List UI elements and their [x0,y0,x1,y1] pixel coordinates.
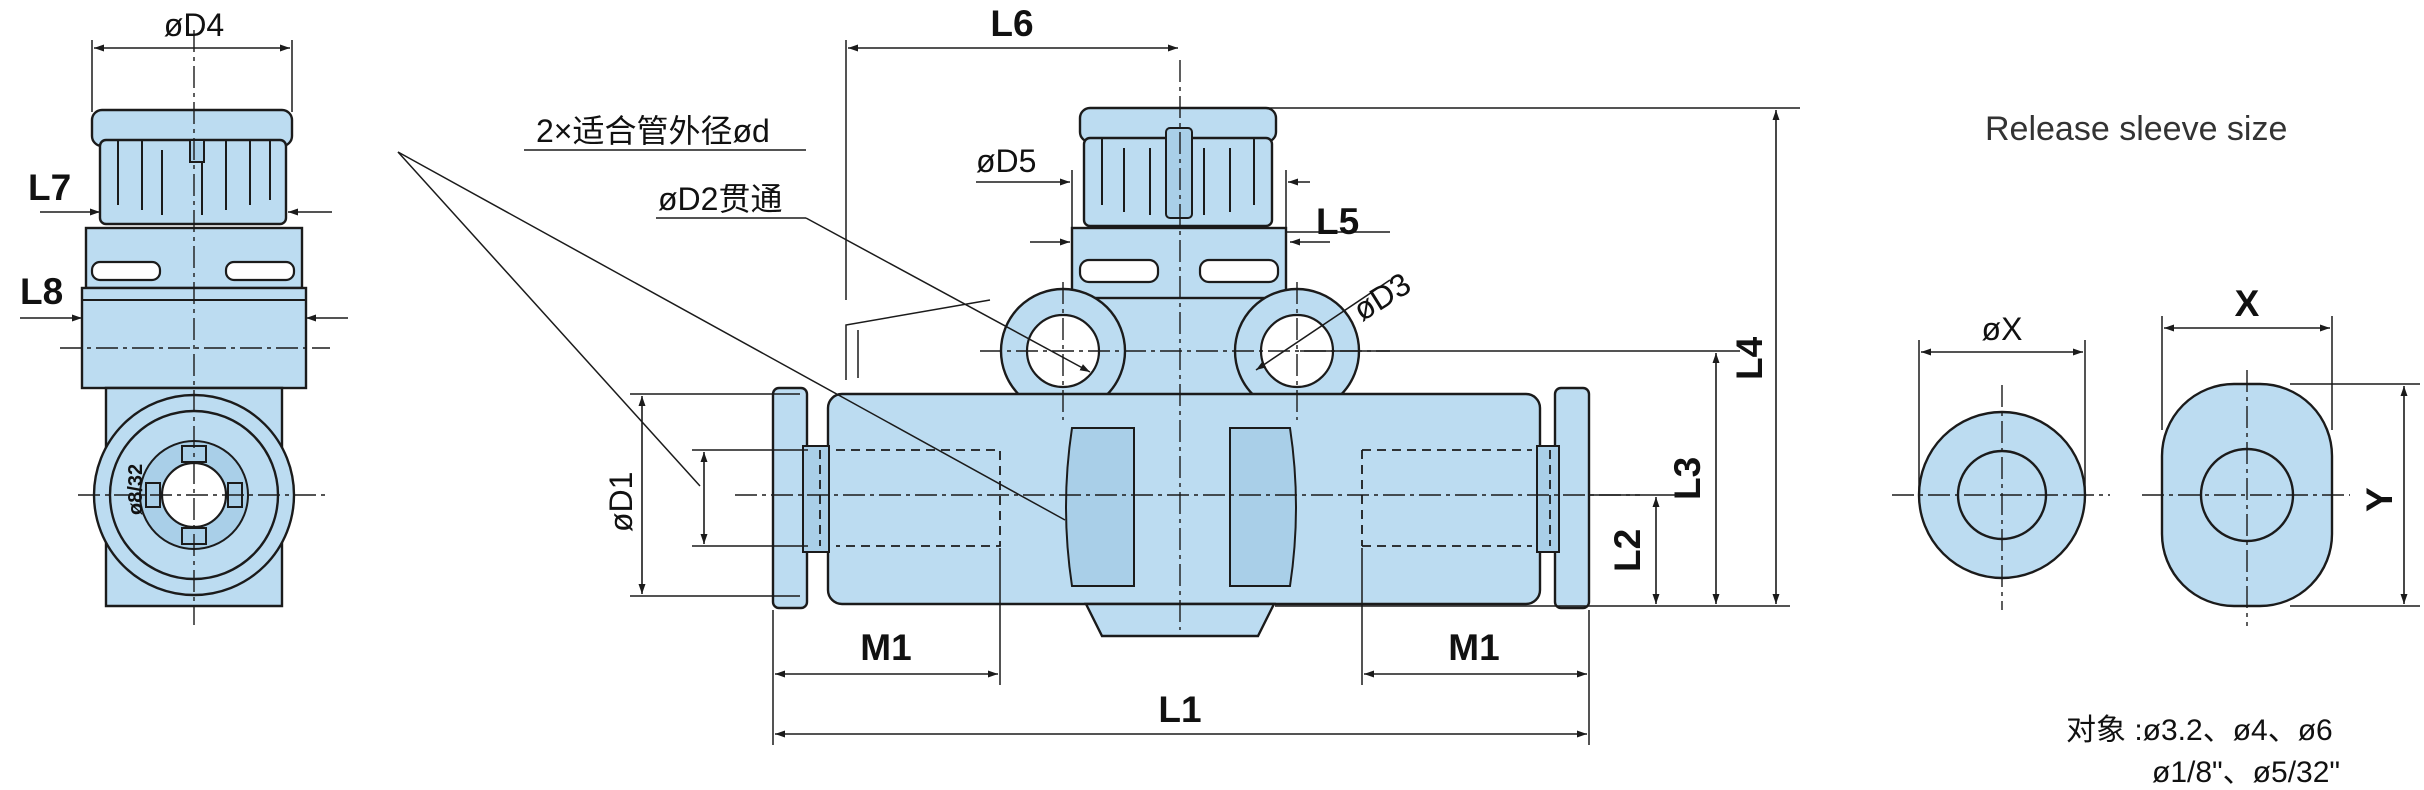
label-L3: L3 [1667,457,1708,500]
front-cap-grooves [1101,138,1255,215]
side-cap-tab [189,139,205,163]
release-sleeve-title: Release sleeve size [1985,110,2287,148]
label-L4: L4 [1729,336,1770,380]
label-D1: øD1 [603,472,639,532]
label-fit-tube: 2×适合管外径ød [536,113,770,149]
front-window-right [1229,427,1297,587]
label-D5: øD5 [976,143,1036,179]
front-slot-right [1198,258,1280,284]
side-cap-grooves [117,140,271,215]
label-L2: L2 [1607,529,1648,572]
label-L1: L1 [1158,689,1201,730]
side-view: ø8/32 øD4 L7 L8 [20,7,348,625]
label-sleeve-X: X [2235,283,2260,324]
label-sleeve-Y: Y [2359,487,2400,512]
front-endcap-right [1553,386,1591,610]
side-slot-right [224,260,296,282]
label-L5: L5 [1316,201,1359,242]
release-sleeve-panel: Release sleeve size øX X Y 对象 :ø3.2、ø4、ø… [1892,110,2420,789]
applicable-line2: ø1/8"、ø5/32" [2152,756,2340,789]
front-lever [845,299,991,380]
front-view: L6 øD5 L5 2×适合管外径ød øD2贯通 øD3 L4 L3 [397,3,1800,745]
front-hidden-bore [819,449,1551,547]
label-M1-right: M1 [1448,627,1499,668]
side-engraving: ø8/32 [125,464,147,515]
label-L8: L8 [20,271,63,312]
side-slot-left [90,260,162,282]
label-M1-left: M1 [860,627,911,668]
label-sleeve-X-dia: øX [1982,311,2023,347]
label-L6: L6 [990,3,1033,44]
front-endcap-right-neck [1536,445,1560,553]
label-L7: L7 [28,167,71,208]
label-D3: øD3 [1347,265,1417,328]
front-endcap-left [771,386,809,610]
front-cap-center-rib [1165,127,1193,219]
front-slot-left [1078,258,1160,284]
applicable-line1: 对象 :ø3.2、ø4、ø6 [2066,714,2333,747]
front-window-left [1065,427,1135,587]
front-main-tube [826,392,1542,606]
front-endcap-left-neck [802,445,830,553]
label-D2: øD2贯通 [658,181,782,217]
label-D4: øD4 [164,7,224,43]
